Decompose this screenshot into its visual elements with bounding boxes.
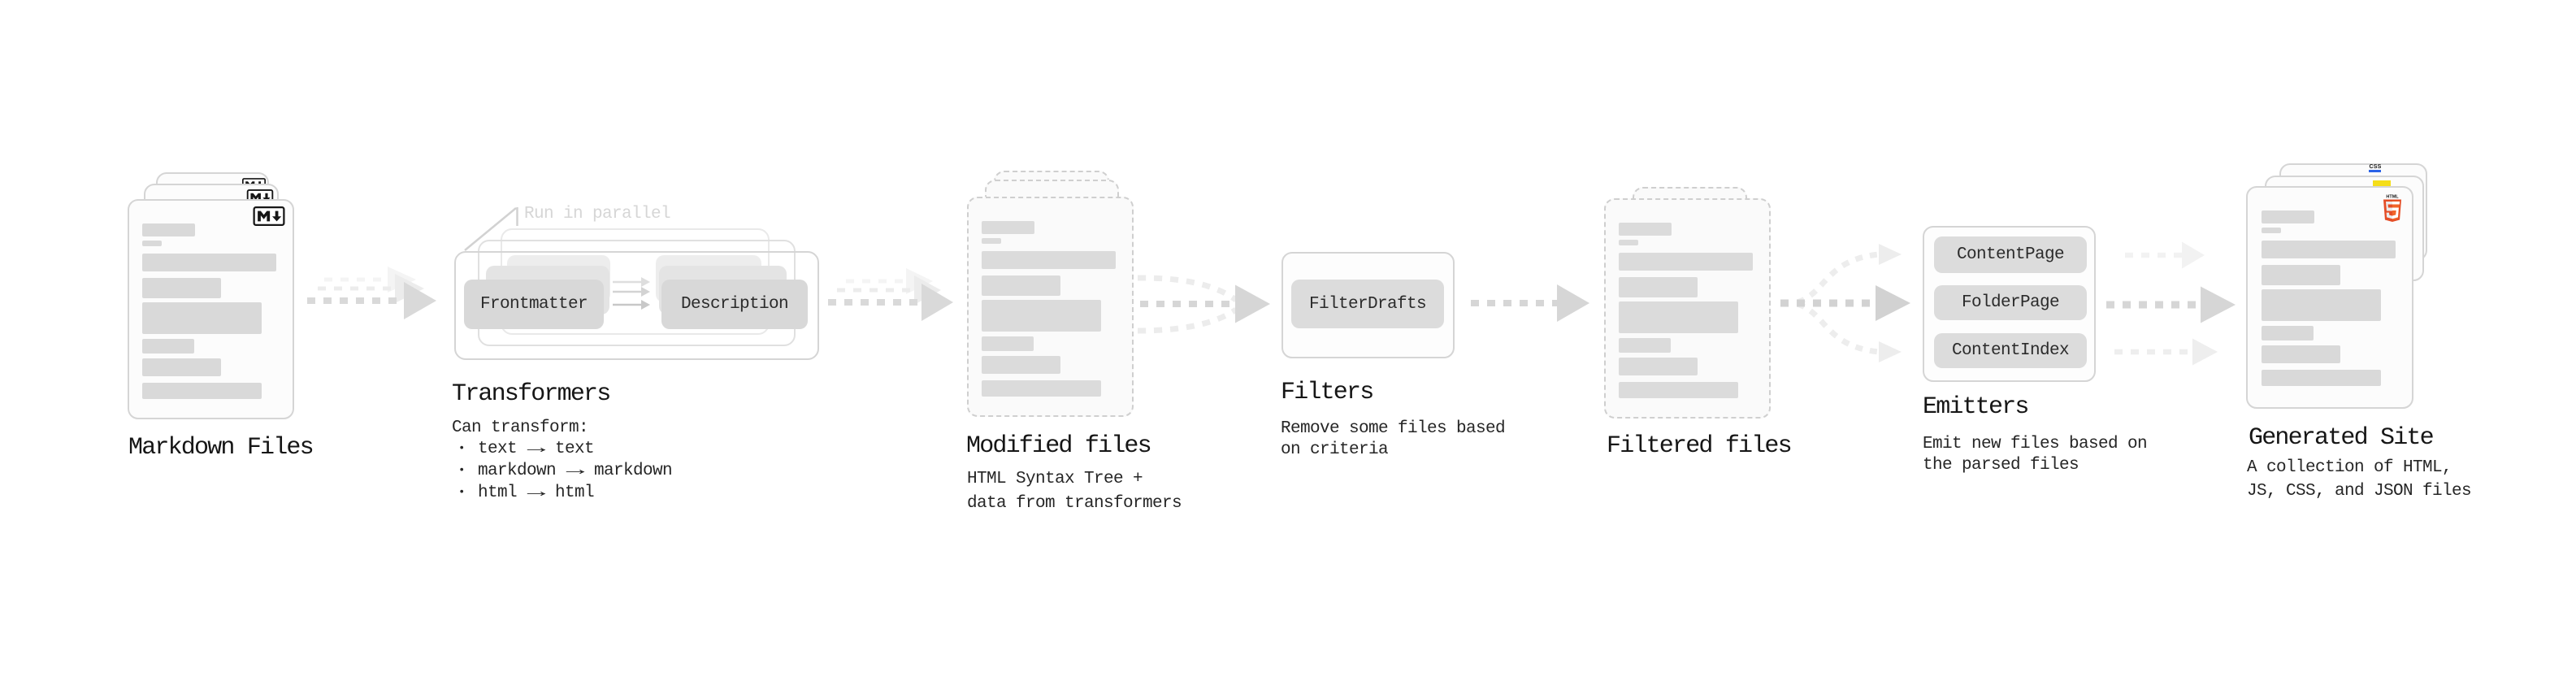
svg-text:HTML: HTML [2386,195,2399,200]
